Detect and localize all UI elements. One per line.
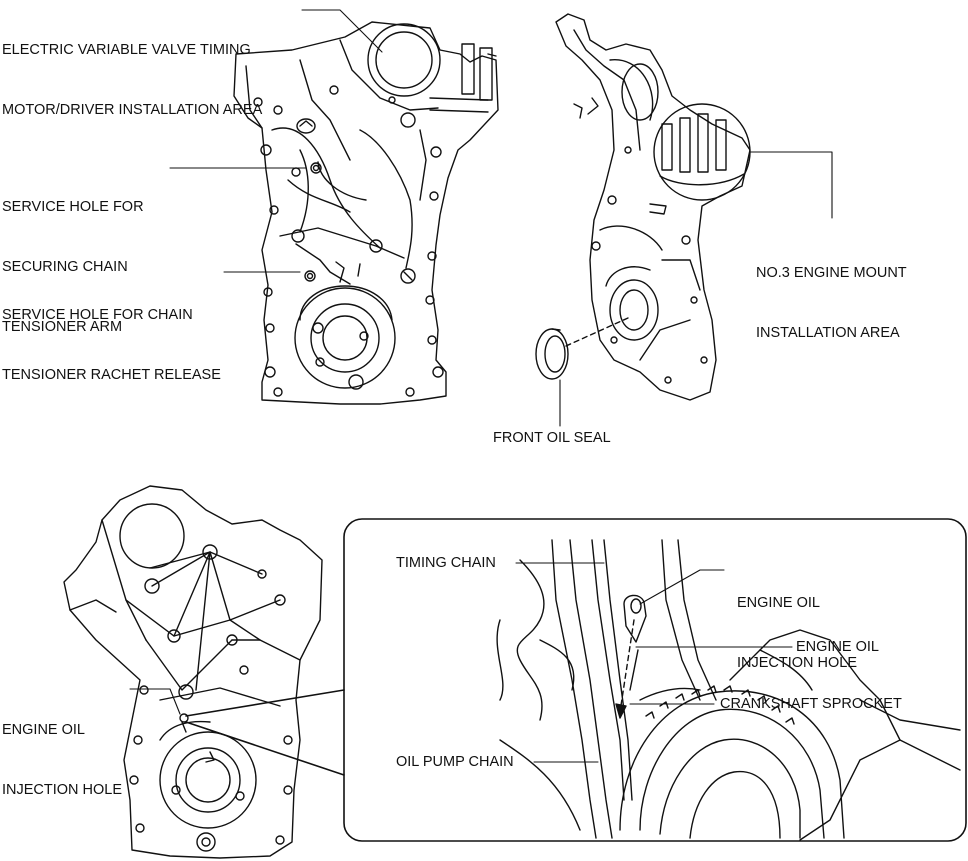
- label-mount-line-2: INSTALLATION AREA: [756, 325, 900, 341]
- label-evvt-line-2: MOTOR/DRIVER INSTALLATION AREA: [2, 102, 263, 118]
- label-evvt-line-1: ELECTRIC VARIABLE VALVE TIMING: [2, 42, 251, 58]
- injection-hole-detail: [185, 518, 967, 842]
- label-injection-left-line-2: INJECTION HOLE: [2, 782, 123, 798]
- front-cover-inner-view: [63, 485, 323, 859]
- label-injection-hole-overview: ENGINE OIL INJECTION HOLE: [2, 680, 122, 820]
- label-tensioner-arm-line-2: SECURING CHAIN: [2, 259, 128, 275]
- label-evvt-area: ELECTRIC VARIABLE VALVE TIMING MOTOR/DRI…: [2, 0, 262, 140]
- label-rachet-release-line-2: TENSIONER RACHET RELEASE: [2, 367, 221, 383]
- label-timing-chain: TIMING CHAIN: [396, 555, 496, 571]
- label-injection-detail-line-1: ENGINE OIL: [737, 595, 820, 611]
- label-mount-line-1: NO.3 ENGINE MOUNT: [756, 265, 907, 281]
- label-rachet-release-hole: SERVICE HOLE FOR CHAIN TENSIONER RACHET …: [2, 265, 221, 405]
- label-rachet-release-line-1: SERVICE HOLE FOR CHAIN: [2, 307, 193, 323]
- label-injection-left-line-1: ENGINE OIL: [2, 722, 85, 738]
- label-tensioner-arm-hole: SERVICE HOLE FOR SECURING CHAIN TENSIONE…: [2, 157, 144, 357]
- label-tensioner-arm-line-1: SERVICE HOLE FOR: [2, 199, 144, 215]
- label-crankshaft-sprocket: CRANKSHAFT SPROCKET: [720, 696, 902, 712]
- leader-lines: [129, 9, 833, 763]
- front-cover-front-view: [233, 21, 499, 405]
- label-injection-detail-line-2: INJECTION HOLE: [737, 655, 858, 671]
- label-injection-hole-detail: ENGINE OIL INJECTION HOLE: [737, 553, 857, 693]
- label-oil-pump-chain: OIL PUMP CHAIN: [396, 754, 514, 770]
- label-front-oil-seal: FRONT OIL SEAL: [493, 430, 611, 446]
- label-tensioner-arm-line-3: TENSIONER ARM: [2, 319, 123, 335]
- front-cover-side-view: [535, 13, 751, 401]
- label-engine-oil: ENGINE OIL: [796, 639, 879, 655]
- label-engine-mount-area: NO.3 ENGINE MOUNT INSTALLATION AREA: [756, 223, 907, 363]
